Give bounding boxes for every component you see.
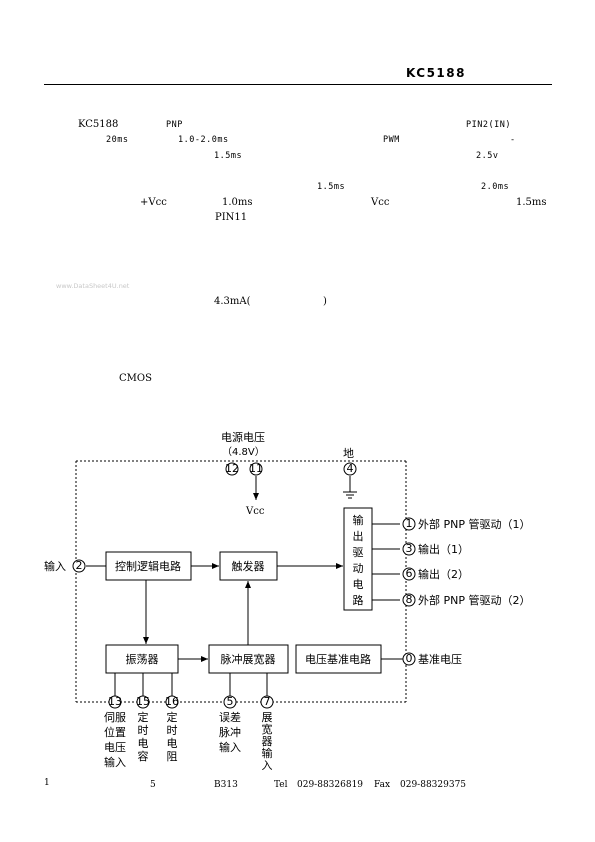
footer-fax: 029-88329375 (400, 780, 467, 790)
control-logic-label: 控制逻辑电路 (115, 559, 181, 573)
ref-circuit-label: 电压基准电路 (305, 653, 371, 666)
pin-15: 15 (136, 695, 150, 708)
text-kc5188: KC5188 (78, 119, 119, 130)
text-1-2ms: 1.0-2.0ms (178, 135, 229, 145)
output-char: 路 (353, 594, 364, 607)
bottom-5: 误差 (219, 710, 241, 724)
out-1-label: 外部 PNP 管驱动（1） (418, 517, 531, 531)
bottom-15: 时 (138, 724, 149, 737)
vcc-label: Vcc (245, 506, 265, 517)
pin-13: 13 (108, 695, 122, 708)
pin-5: 5 (227, 695, 234, 708)
pin-0: 0 (406, 652, 413, 665)
bottom-16: 定 (167, 710, 178, 724)
text-1-0ms: 1.0ms (222, 197, 253, 208)
oscillator-label: 振荡器 (126, 652, 159, 666)
trigger-label: 触发器 (232, 559, 265, 573)
header-title: KC5188 (406, 66, 466, 80)
ref-voltage-label: 基准电压 (418, 653, 462, 666)
bottom-7: 宽 (262, 722, 273, 736)
pin-12: 12 (225, 462, 239, 475)
power-label: 电源电压 (221, 430, 265, 444)
input-label: 输入 (44, 559, 66, 573)
text-2-0ms: 2.0ms (481, 182, 510, 192)
watermark: www.DataSheet4U.net (56, 282, 130, 290)
bottom-16: 阻 (167, 750, 178, 763)
footer-num: 5 (150, 780, 156, 790)
pin-3: 3 (406, 542, 413, 555)
text-plus-vcc: +Vcc (140, 197, 167, 208)
output-char: 出 (353, 529, 364, 543)
power-value: （4.8V） (222, 446, 265, 458)
bottom-15: 电 (138, 737, 149, 750)
text-pnp: PNP (166, 120, 183, 130)
pin-8: 8 (406, 593, 413, 606)
pin-11: 11 (249, 462, 263, 475)
text-pin11: PIN11 (215, 212, 248, 223)
bottom-7: 输 (262, 746, 273, 760)
bottom-7: 展 (262, 711, 273, 724)
out-3-label: 输出（1） (418, 542, 469, 556)
pin-4: 4 (347, 462, 354, 475)
output-char: 动 (353, 562, 364, 575)
text-4-3ma: 4.3mA( (214, 296, 251, 307)
pin-7: 7 (264, 695, 271, 708)
bottom-16: 时 (167, 724, 178, 737)
ground-symbol (343, 491, 357, 499)
pin-2: 2 (76, 559, 83, 572)
out-6-label: 输出（2） (418, 567, 469, 581)
bottom-5: 脉冲 (219, 725, 241, 739)
footer-tel-label: Tel (274, 780, 288, 790)
pin-1: 1 (406, 517, 413, 530)
text-2-5v: 2.5v (476, 151, 499, 161)
text-pwm: PWM (383, 135, 400, 145)
text-1-5ms-a: 1.5ms (214, 151, 243, 161)
header-rule (44, 84, 552, 85)
pin-6: 6 (406, 567, 413, 580)
pulse-stretch-label: 脉冲展宽器 (221, 652, 276, 666)
text-20ms: 20ms (106, 135, 129, 145)
text-paren-close: ) (323, 296, 327, 307)
bottom-7: 器 (262, 735, 273, 748)
bottom-13: 输入 (104, 755, 126, 769)
text-1-5ms-c: 1.5ms (516, 197, 547, 208)
bottom-13: 伺服 (104, 711, 126, 724)
bottom-7: 入 (262, 759, 273, 772)
bottom-5: 输入 (219, 740, 241, 754)
text-dash: - (510, 135, 516, 145)
text-vcc: Vcc (371, 197, 390, 208)
output-char: 输 (353, 513, 364, 527)
bottom-16: 电 (167, 737, 178, 750)
footer-tel: 029-88326819 (297, 780, 364, 790)
text-pin2-in: PIN2(IN) (466, 120, 511, 130)
footer-fax-label: Fax (374, 780, 391, 790)
bottom-15: 容 (138, 749, 149, 763)
pin-16: 16 (165, 695, 179, 708)
bottom-13: 位置 (104, 725, 126, 739)
output-char: 驱 (353, 546, 364, 559)
output-driver-box (343, 507, 373, 611)
out-8-label: 外部 PNP 管驱动（2） (418, 593, 531, 607)
text-1-5ms-b: 1.5ms (317, 182, 346, 192)
bottom-13: 电压 (104, 741, 126, 754)
footer-addr: B313 (214, 780, 238, 790)
ground-label: 地 (343, 447, 354, 460)
bottom-15: 定 (138, 710, 149, 724)
output-char: 电 (353, 578, 364, 591)
footer-page: 1 (44, 778, 50, 788)
text-cmos: CMOS (119, 373, 152, 384)
